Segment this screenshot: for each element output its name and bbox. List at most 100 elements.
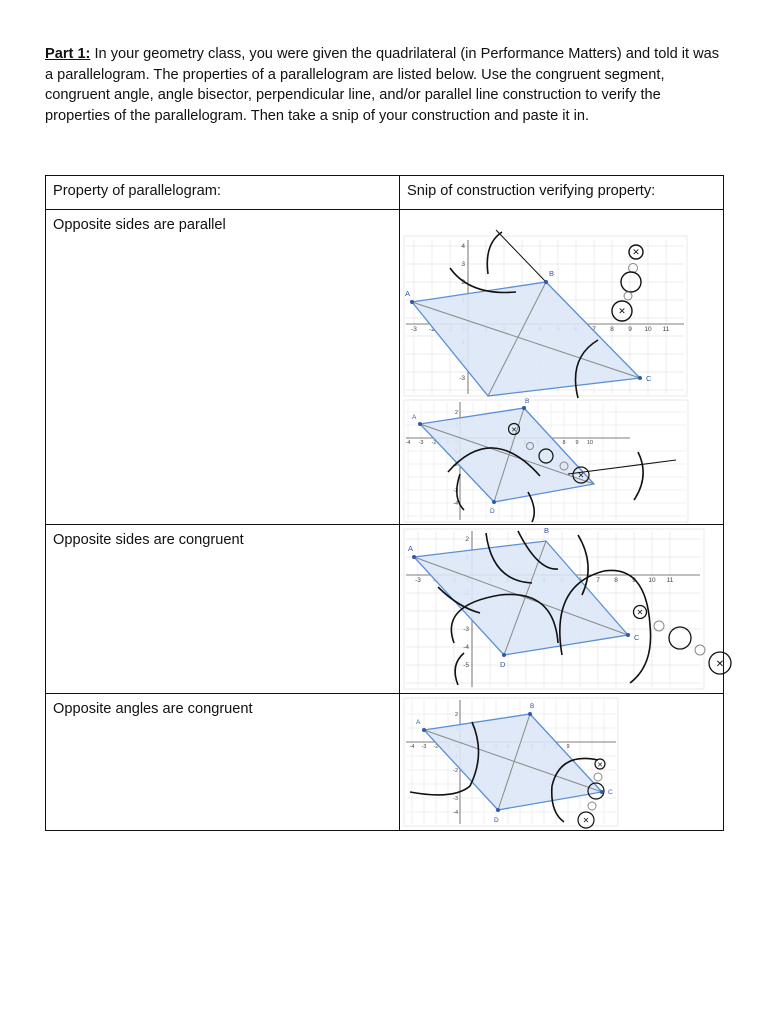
svg-text:7: 7 <box>596 577 600 584</box>
compass-circle <box>653 620 665 632</box>
construction-arc <box>550 757 599 823</box>
svg-text:11: 11 <box>667 577 674 584</box>
svg-text:C: C <box>608 789 613 796</box>
compass-mark: ✕ <box>578 471 585 480</box>
svg-text:9: 9 <box>575 440 578 446</box>
snip-cell: -3-2-101234567891011 21-1-2-3-4-5 <box>399 524 732 694</box>
svg-text:8: 8 <box>610 326 614 333</box>
snip-1: -3-2-101234567891011 4321-1-2-3 ✕ <box>403 229 688 399</box>
properties-table: Property of parallelogram: Snip of const… <box>45 175 732 831</box>
svg-text:8: 8 <box>614 577 618 584</box>
header-property: Property of parallelogram: <box>45 175 400 210</box>
vertex-point <box>496 808 500 812</box>
construction-arc <box>409 721 480 796</box>
compass-mark: ✕ <box>583 816 590 825</box>
construction-arc <box>486 231 503 275</box>
compass-mark: ✕ <box>618 306 626 316</box>
vertex-point <box>626 633 630 637</box>
instructions: Part 1: In your geometry class, you were… <box>45 44 725 126</box>
svg-text:-4: -4 <box>453 501 458 507</box>
construction-line <box>567 459 677 475</box>
svg-text:A: A <box>412 414 417 421</box>
svg-text:-3: -3 <box>453 796 458 802</box>
compass-circle <box>577 811 595 829</box>
construction-arc <box>527 491 536 523</box>
svg-text:2: 2 <box>461 279 465 286</box>
snip-4: -4-3-2-10123456789 21-1-2-3-4 ✕ <box>403 697 619 829</box>
compass-circle <box>611 300 633 322</box>
svg-text:D: D <box>494 817 499 824</box>
svg-text:9: 9 <box>566 744 569 750</box>
property-cell: Opposite sides are parallel <box>45 209 400 525</box>
construction-arc <box>559 569 652 684</box>
svg-text:-3: -3 <box>419 440 424 446</box>
vertex-labels: ABD <box>412 398 529 515</box>
svg-text:B: B <box>544 526 549 535</box>
compass-circle <box>620 271 642 293</box>
compass-mark: ✕ <box>637 608 644 617</box>
compass-circle <box>594 758 606 770</box>
vertex-point <box>422 728 426 732</box>
snip-cell: -4-3-2-10123456789 21-1-2-3-4 ✕ <box>399 693 724 831</box>
svg-text:B: B <box>549 269 554 278</box>
construction-arc <box>574 339 599 399</box>
svg-text:-4: -4 <box>463 644 469 651</box>
svg-text:-3: -3 <box>415 577 421 584</box>
diagonal <box>493 407 525 503</box>
construction-arc <box>437 586 481 614</box>
compass-circle <box>572 466 590 484</box>
compass-circle <box>632 604 648 620</box>
svg-text:2: 2 <box>455 712 458 718</box>
svg-text:2: 2 <box>465 536 469 543</box>
svg-text:A: A <box>405 289 410 298</box>
svg-text:-4: -4 <box>453 810 458 816</box>
svg-text:8: 8 <box>562 440 565 446</box>
construction-arc <box>456 473 465 511</box>
compass-circle <box>708 651 732 675</box>
construction-snip-parallel: -3-2-101234567891011 4321-1-2-3 ✕ <box>403 229 689 523</box>
diagonal <box>503 540 547 656</box>
svg-text:-2: -2 <box>434 744 439 750</box>
svg-text:10: 10 <box>587 440 593 446</box>
vertex-point <box>600 790 604 794</box>
svg-text:C: C <box>634 633 640 642</box>
svg-text:7: 7 <box>592 326 596 333</box>
svg-text:C: C <box>646 374 652 383</box>
svg-text:D: D <box>500 660 506 669</box>
compass-mark: ✕ <box>632 247 640 257</box>
table-header-row: Property of parallelogram: Snip of const… <box>45 175 724 210</box>
diagonal <box>411 301 641 379</box>
svg-text:-4: -4 <box>406 440 411 446</box>
svg-text:-4: -4 <box>410 744 415 750</box>
svg-text:9: 9 <box>632 577 636 584</box>
compass-circle <box>587 801 597 811</box>
construction-arc <box>633 451 644 501</box>
vertex-point <box>418 422 422 426</box>
compass-mark: ✕ <box>716 659 724 670</box>
svg-text:10: 10 <box>644 326 652 333</box>
svg-text:4: 4 <box>461 243 465 250</box>
construction-arc <box>454 652 465 686</box>
instructions-text: In your geometry class, you were given t… <box>45 46 720 124</box>
compass-mark: ✕ <box>511 427 517 434</box>
construction-arc <box>449 267 517 294</box>
header-snip: Snip of construction verifying property: <box>399 175 724 210</box>
compass-circle <box>587 782 605 800</box>
property-cell: Opposite angles are congruent <box>45 693 400 831</box>
compass-circle <box>526 442 534 450</box>
compass-circle <box>507 422 521 436</box>
svg-text:10: 10 <box>648 577 656 584</box>
svg-text:3: 3 <box>461 261 465 268</box>
vertex-point <box>410 300 414 304</box>
part-label: Part 1: <box>45 46 91 62</box>
compass-circle <box>628 244 644 260</box>
svg-text:-3: -3 <box>453 488 458 494</box>
compass-mark: ✕ <box>597 762 603 769</box>
svg-text:B: B <box>525 398 529 405</box>
svg-text:-3: -3 <box>422 744 427 750</box>
construction-arc <box>485 532 533 584</box>
construction-snip-congruent-angles: -4-3-2-10123456789 21-1-2-3-4 ✕ <box>403 697 619 829</box>
vertex-point <box>492 500 496 504</box>
